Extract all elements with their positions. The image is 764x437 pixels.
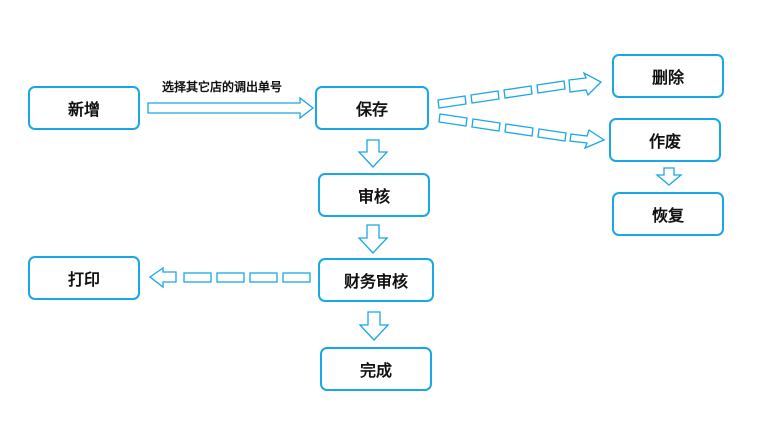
node-save-label: 保存 xyxy=(355,100,388,119)
node-restore-label: 恢复 xyxy=(651,206,684,225)
node-review-label: 审核 xyxy=(357,187,390,206)
node-delete-label: 删除 xyxy=(651,68,684,87)
node-void-label: 作废 xyxy=(648,132,681,151)
node-finance-review[interactable]: 财务审核 xyxy=(318,258,434,302)
node-new-label: 新增 xyxy=(67,100,100,119)
node-new[interactable]: 新增 xyxy=(28,86,140,130)
arrow-review-to-finrev xyxy=(357,224,389,254)
node-save[interactable]: 保存 xyxy=(315,86,429,130)
arrow-new-to-save xyxy=(147,96,315,120)
node-print[interactable]: 打印 xyxy=(28,256,140,300)
node-delete[interactable]: 删除 xyxy=(612,54,724,98)
arrow-save-to-delete xyxy=(437,71,603,109)
node-finance-review-label: 财务审核 xyxy=(343,272,408,291)
node-restore[interactable]: 恢复 xyxy=(612,192,724,236)
node-void[interactable]: 作废 xyxy=(609,118,721,162)
arrow-finrev-to-done xyxy=(358,311,390,341)
arrow-finrev-to-print xyxy=(148,266,311,289)
node-complete[interactable]: 完成 xyxy=(320,347,432,391)
arrow-save-to-void xyxy=(438,113,606,150)
node-review[interactable]: 审核 xyxy=(318,173,430,217)
node-complete-label: 完成 xyxy=(359,361,392,380)
arrow-void-to-restore xyxy=(655,167,683,186)
edge-label-select-other-store: 选择其它店的调出单号 xyxy=(162,80,283,94)
arrow-save-to-review xyxy=(357,139,389,168)
node-print-label: 打印 xyxy=(67,270,100,289)
